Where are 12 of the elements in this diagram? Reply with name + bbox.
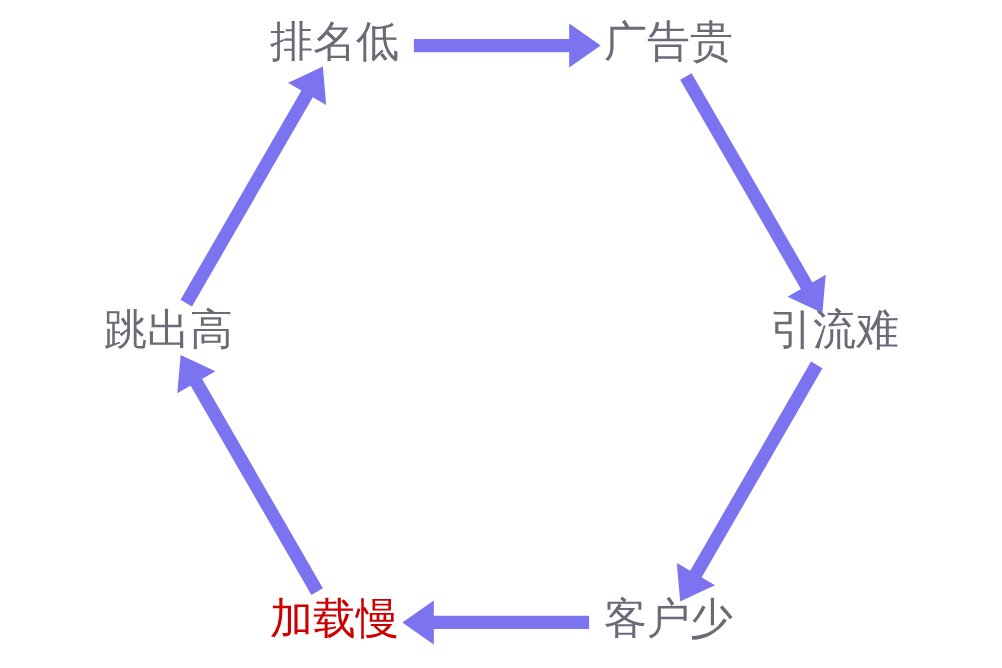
node-text: 加载慢 [269,592,399,643]
arrow [180,66,326,307]
node-text: 引流难 [769,304,899,355]
arrow [176,355,323,595]
node-text: 跳出高 [103,304,233,355]
node-text: 排名低 [269,16,399,67]
arrow [679,73,826,313]
node-text: 客户少 [603,592,733,643]
arrow [413,23,601,68]
node-text: 广告贵 [603,16,733,67]
arrow [401,600,589,645]
arrow [676,361,822,602]
